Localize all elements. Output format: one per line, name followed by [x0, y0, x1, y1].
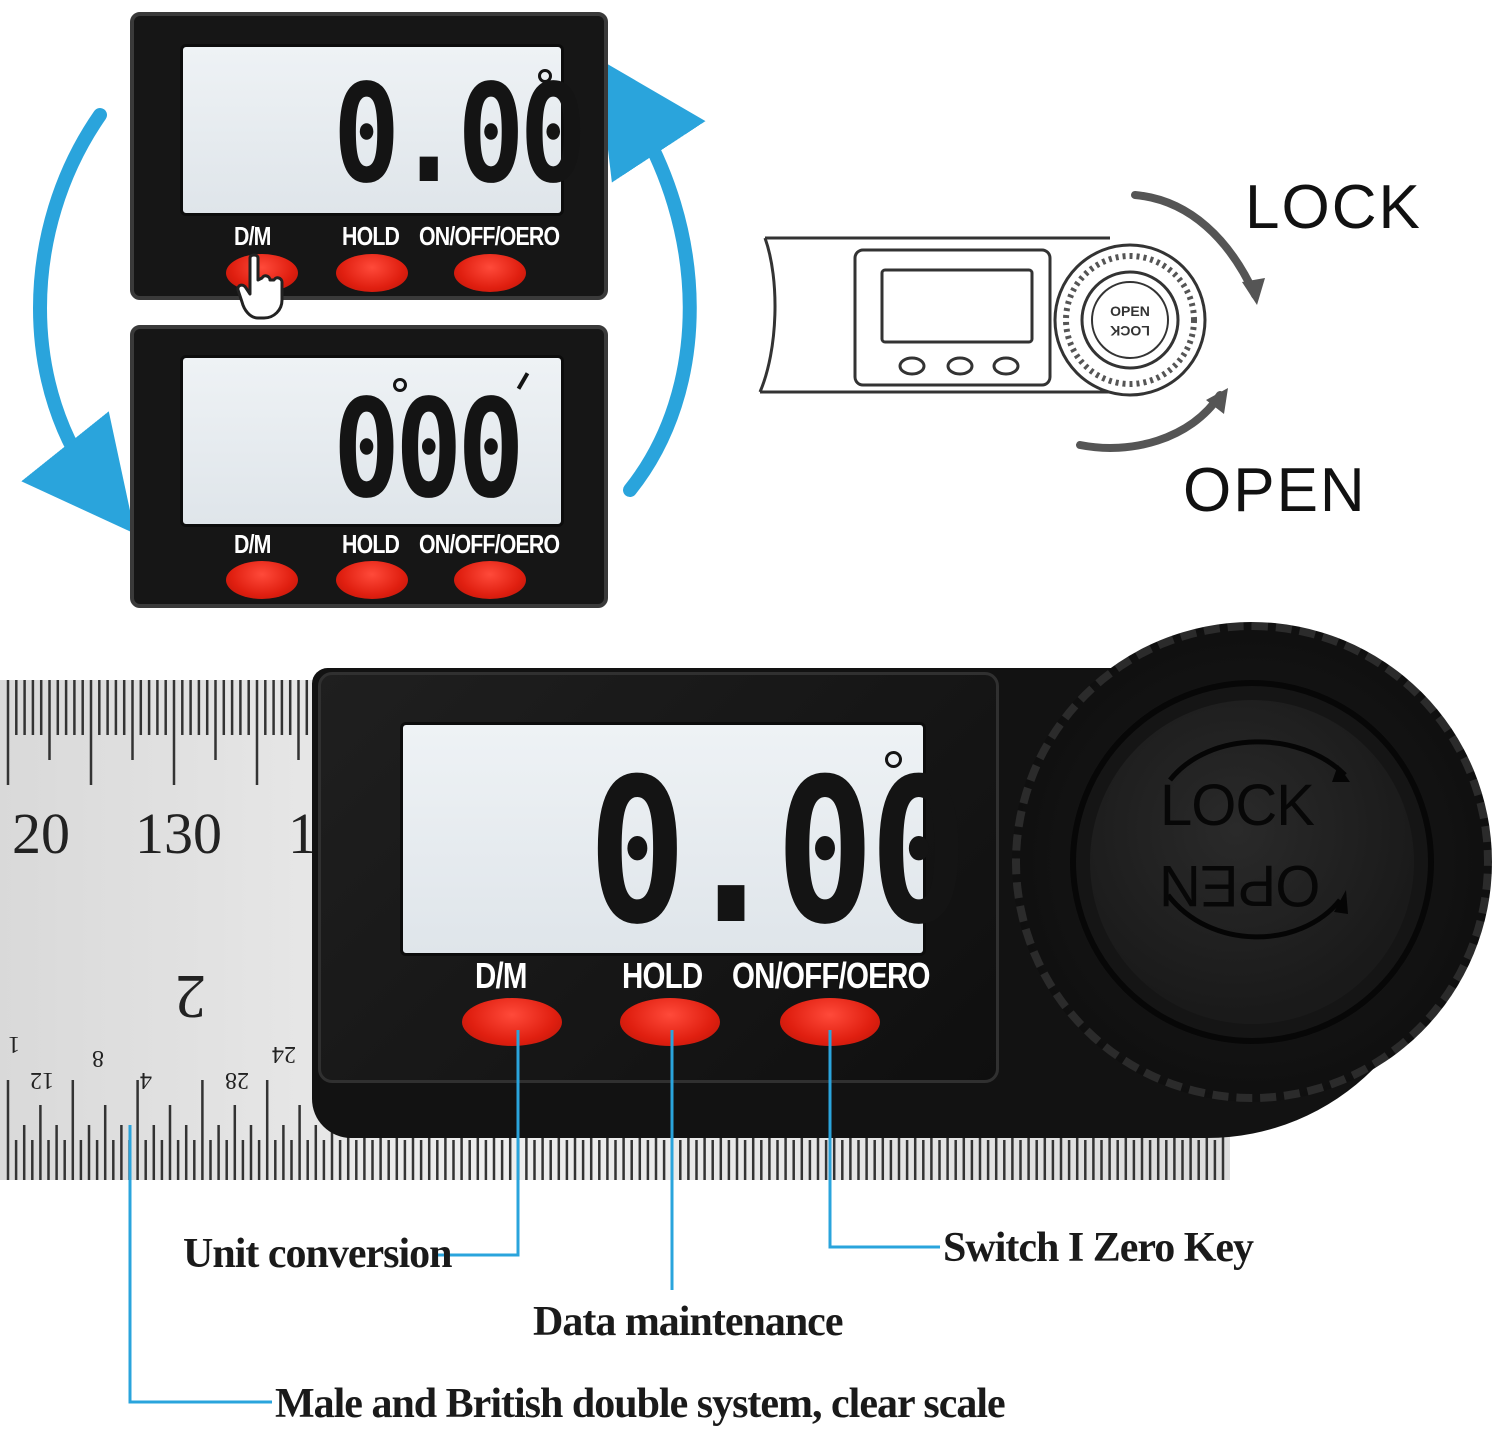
top-display-unit: 0.00 D/M HOLD ON/OFF/OERO: [130, 12, 608, 300]
ruler-number: 20: [12, 801, 70, 866]
open-label: OPEN: [1183, 456, 1367, 525]
degree-symbol-icon: [885, 751, 902, 768]
data-maintenance-callout: Data maintenance: [533, 1299, 843, 1345]
mid-lcd-reading: 000: [333, 371, 525, 529]
mid-onoff-label: ON/OFF/OERO: [419, 529, 560, 559]
mid-hold-button[interactable]: [336, 561, 408, 599]
diagram-knob-lock-text: LOCK: [1110, 323, 1150, 339]
knob-rotation-arrows-icon: [1166, 739, 1350, 940]
mid-lcd-screen: 000: [180, 355, 564, 527]
main-hold-button[interactable]: [620, 998, 720, 1046]
main-lcd-screen: 0.00: [400, 722, 968, 956]
main-hold-label: HOLD: [622, 955, 703, 996]
mid-dm-label: D/M: [234, 529, 271, 559]
mid-hold-label: HOLD: [342, 529, 400, 559]
open-curve-arrow-icon: [1076, 391, 1224, 452]
hand-pointer-icon: [236, 253, 284, 320]
scale-callout: Male and British double system, clear sc…: [275, 1381, 1006, 1427]
mid-dm-button[interactable]: [226, 561, 298, 599]
right-arrow-icon: [597, 58, 706, 497]
top-hold-button[interactable]: [336, 254, 408, 292]
degree-symbol-icon: [393, 378, 407, 392]
mid-onoff-button[interactable]: [454, 561, 526, 599]
top-onoff-label: ON/OFF/OERO: [419, 221, 560, 251]
top-onoff-button[interactable]: [454, 254, 526, 292]
main-onoff-label: ON/OFF/OERO: [732, 955, 930, 996]
knob-lock-text: LOCK: [1160, 773, 1315, 838]
main-dm-label: D/M: [475, 955, 527, 996]
rotation-arrows: [21, 58, 706, 534]
degree-symbol-icon: [538, 69, 552, 83]
lock-knob-cap[interactable]: [1090, 700, 1414, 1024]
unit-conversion-callout: Unit conversion: [183, 1231, 452, 1277]
lock-label: LOCK: [1245, 173, 1422, 242]
mid-display-unit: 000 D/M HOLD ON/OFF/OERO: [130, 325, 608, 608]
top-dm-label: D/M: [234, 221, 271, 251]
top-hold-label: HOLD: [342, 221, 400, 251]
top-lcd-screen: 0.00: [180, 44, 587, 216]
left-arrow-icon: [21, 108, 135, 534]
top-lcd-reading: 0.00: [333, 56, 587, 214]
lock-curve-arrow-icon: [1131, 191, 1259, 299]
switch-zero-callout: Switch I Zero Key: [943, 1225, 1254, 1271]
ruler-number: 130: [135, 801, 222, 866]
diagram-knob-open-text: OPEN: [1110, 303, 1150, 319]
main-lcd-reading: 0.00: [588, 736, 968, 969]
main-dm-button[interactable]: [462, 998, 562, 1046]
lock-open-diagram: OPEN LOCK: [758, 191, 1265, 452]
